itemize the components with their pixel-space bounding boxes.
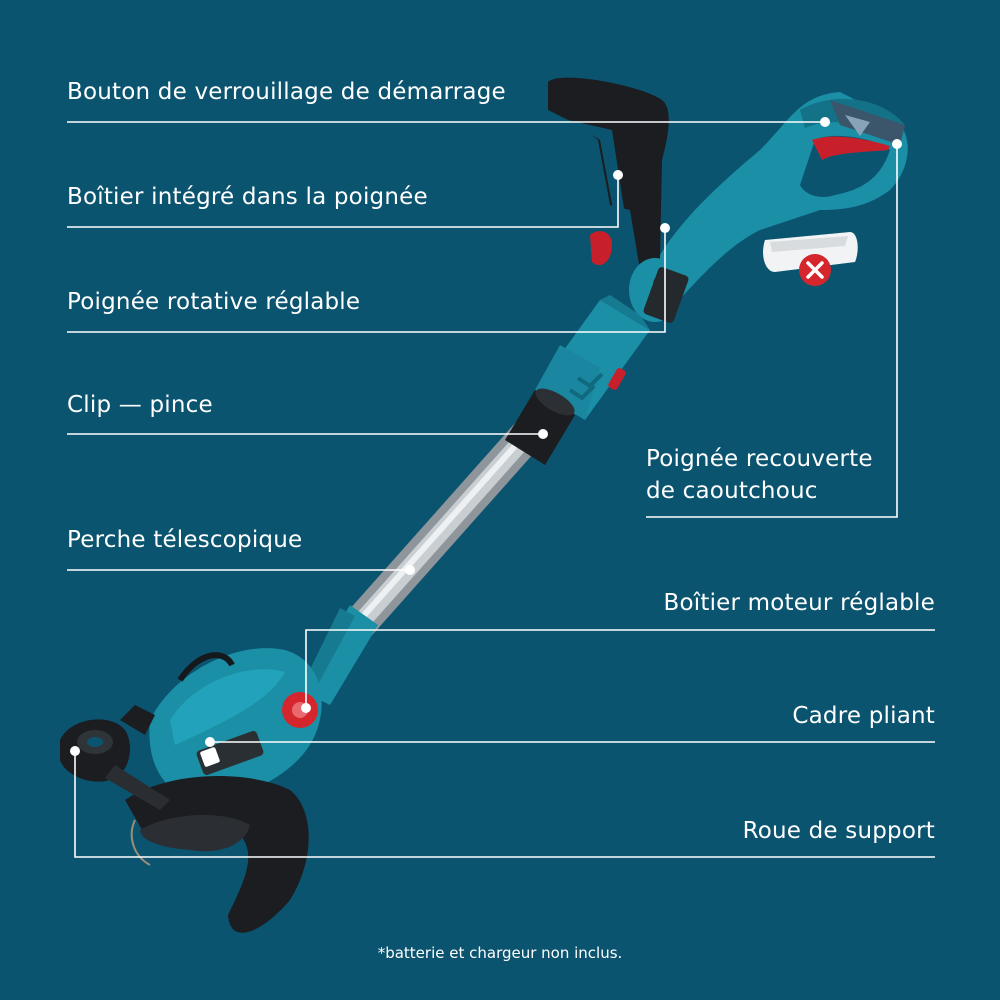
label-handle-housing: Boîtier intégré dans la poignée xyxy=(67,184,428,210)
footnote: *batterie et chargeur non inclus. xyxy=(377,944,623,962)
callout-dot-rotating-handle xyxy=(660,223,670,233)
label-folding-frame: Cadre pliant xyxy=(792,703,935,729)
callout-line-handle-housing xyxy=(67,175,619,228)
label-telescopic-pole: Perche télescopique xyxy=(67,527,303,553)
support-wheel xyxy=(60,705,170,810)
callout-line-rubber-grip xyxy=(646,144,898,518)
callout-line-motor-housing xyxy=(305,629,935,708)
callout-dot-rubber-grip xyxy=(892,139,902,149)
clip-collar xyxy=(505,388,575,465)
rubber-grip-handle xyxy=(640,92,908,320)
callout-dot-clip xyxy=(538,429,548,439)
label-start-lock-button: Bouton de verrouillage de démarrage xyxy=(67,79,506,105)
callout-dot-handle-housing xyxy=(613,170,623,180)
callout-lines xyxy=(67,121,935,858)
telescopic-pole xyxy=(328,398,562,657)
callout-dot-start-lock xyxy=(820,117,830,127)
label-rubber-grip: Poignée recouverte de caoutchouc xyxy=(646,446,873,505)
motor-housing xyxy=(149,648,322,801)
callout-dot-support-wheel xyxy=(70,746,80,756)
cutting-guard xyxy=(125,776,309,933)
label-support-wheel: Roue de support xyxy=(742,818,935,844)
callout-dot-folding-frame xyxy=(205,737,215,747)
label-clip: Clip — pince xyxy=(67,392,213,418)
rotating-d-handle xyxy=(548,77,689,323)
callout-line-support-wheel xyxy=(74,751,935,858)
callout-dot-motor-housing xyxy=(301,703,311,713)
upper-shaft xyxy=(535,295,650,420)
callout-line-rotating-handle xyxy=(67,228,666,333)
callout-dots xyxy=(70,117,902,756)
callout-dot-telescopic-pole xyxy=(405,565,415,575)
label-rotating-handle: Poignée rotative réglable xyxy=(67,289,361,315)
label-motor-housing: Boîtier moteur réglable xyxy=(663,590,935,616)
battery-excluded-icon xyxy=(763,232,858,286)
